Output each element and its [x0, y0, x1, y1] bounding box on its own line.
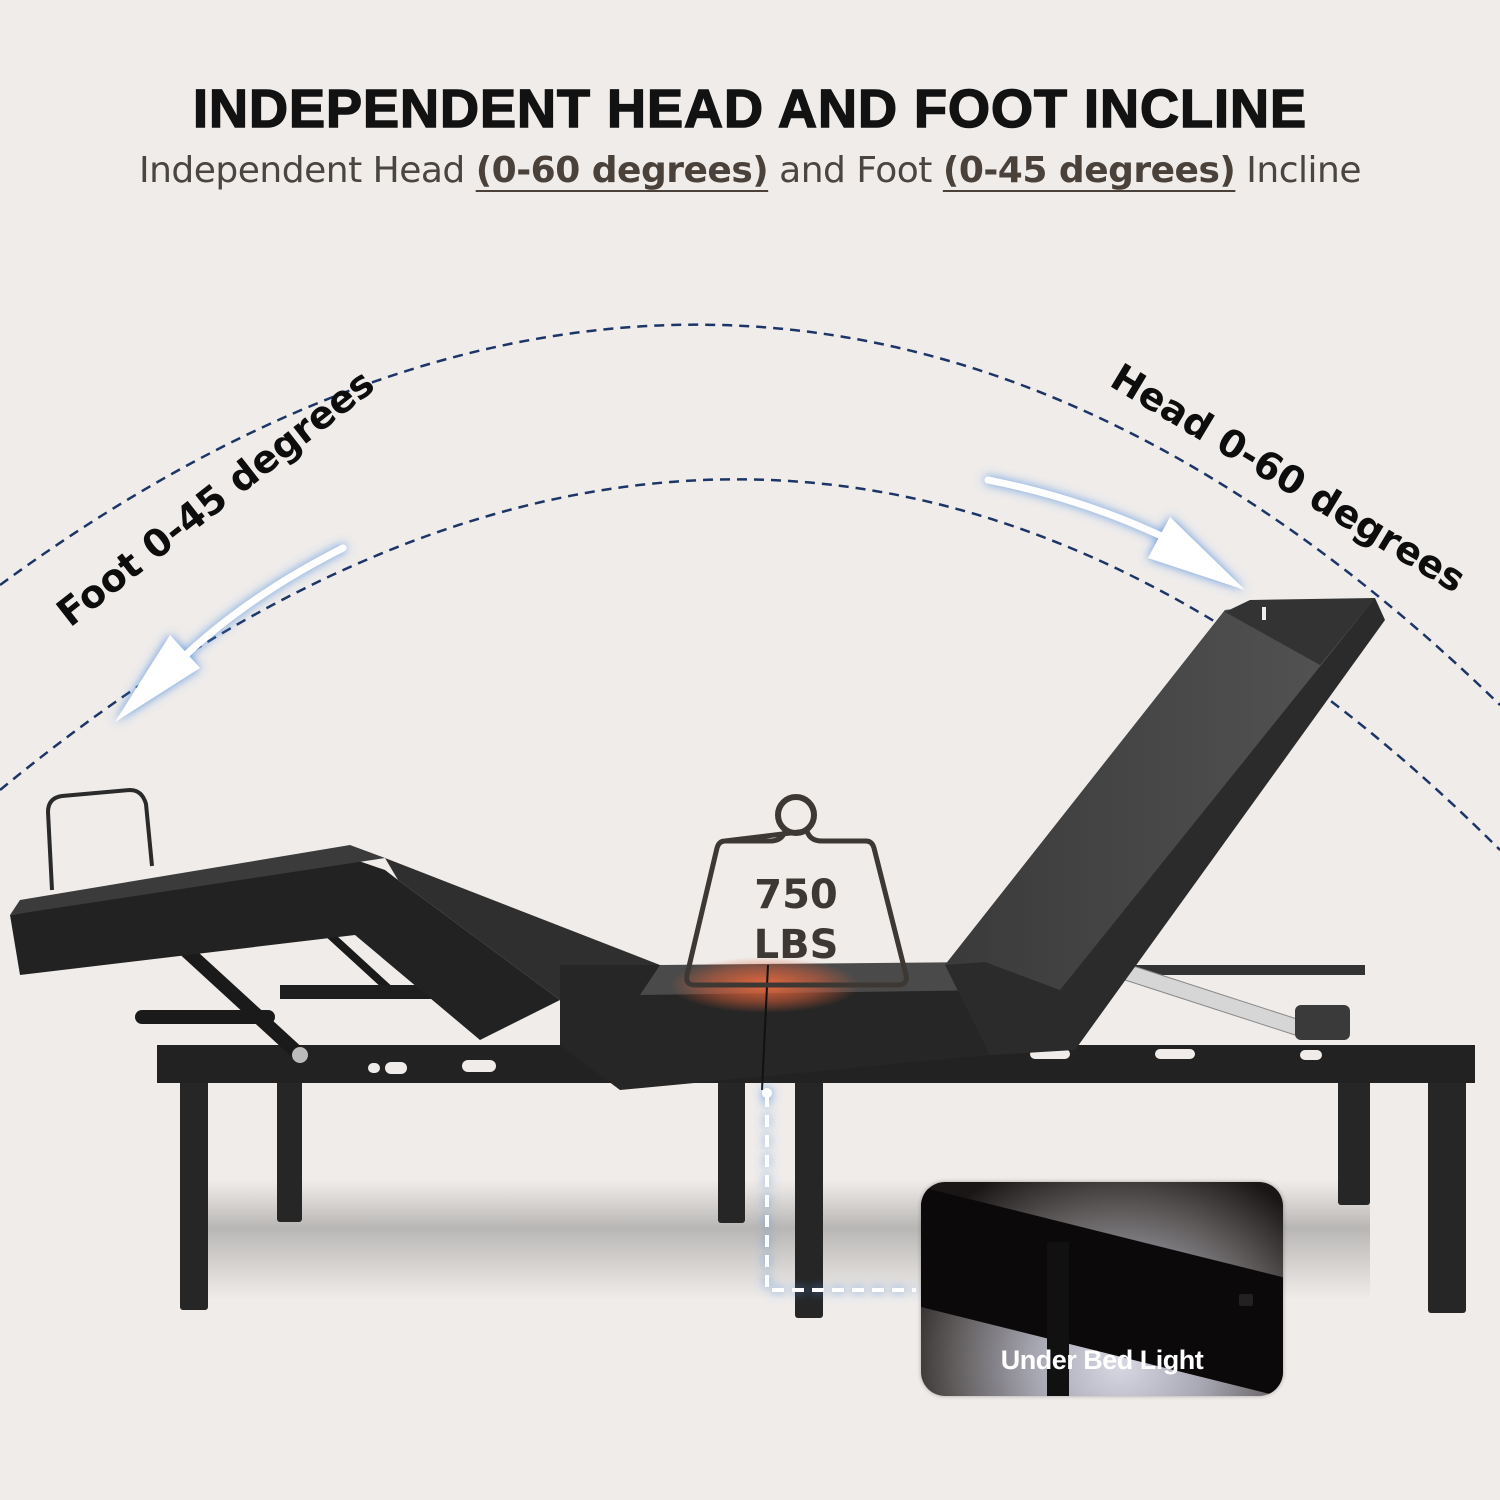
weight-value: 750: [754, 872, 838, 918]
mattress-foot-section: [10, 858, 560, 1040]
weight-unit: LBS: [754, 922, 839, 968]
head-range-highlight: (0-60 degrees): [475, 150, 769, 191]
inset-bed-foot: [1239, 1294, 1253, 1306]
outer-arc: [0, 323, 1500, 706]
subtitle-text-3: Incline: [1235, 150, 1361, 191]
page-subtitle: Independent Head (0-60 degrees) and Foot…: [0, 150, 1500, 191]
bed-legs: [180, 1070, 1466, 1318]
foot-arrow-icon: [115, 544, 347, 722]
head-incline-label: Head 0-60 degrees: [1103, 355, 1473, 601]
weight-icon: [684, 828, 909, 988]
head-arrow-icon: [984, 476, 1245, 590]
mattress-retainer-bar: [45, 787, 154, 891]
inset-bed-leg: [1047, 1242, 1069, 1396]
subtitle-text-2: and Foot: [768, 150, 943, 191]
light-pointer: [762, 1088, 916, 1292]
under-bed-light-label: Under Bed Light: [1000, 1345, 1204, 1375]
subtitle-text-1: Independent Head: [139, 150, 476, 191]
weight-badge: 750 LBS: [684, 794, 909, 988]
foot-range-highlight: (0-45 degrees): [942, 150, 1236, 191]
foot-incline-label: Foot 0-45 degrees: [48, 361, 382, 635]
page-title: INDEPENDENT HEAD AND FOOT INCLINE: [192, 78, 1308, 140]
under-bed-light-inset: Under Bed Light: [921, 1182, 1283, 1396]
